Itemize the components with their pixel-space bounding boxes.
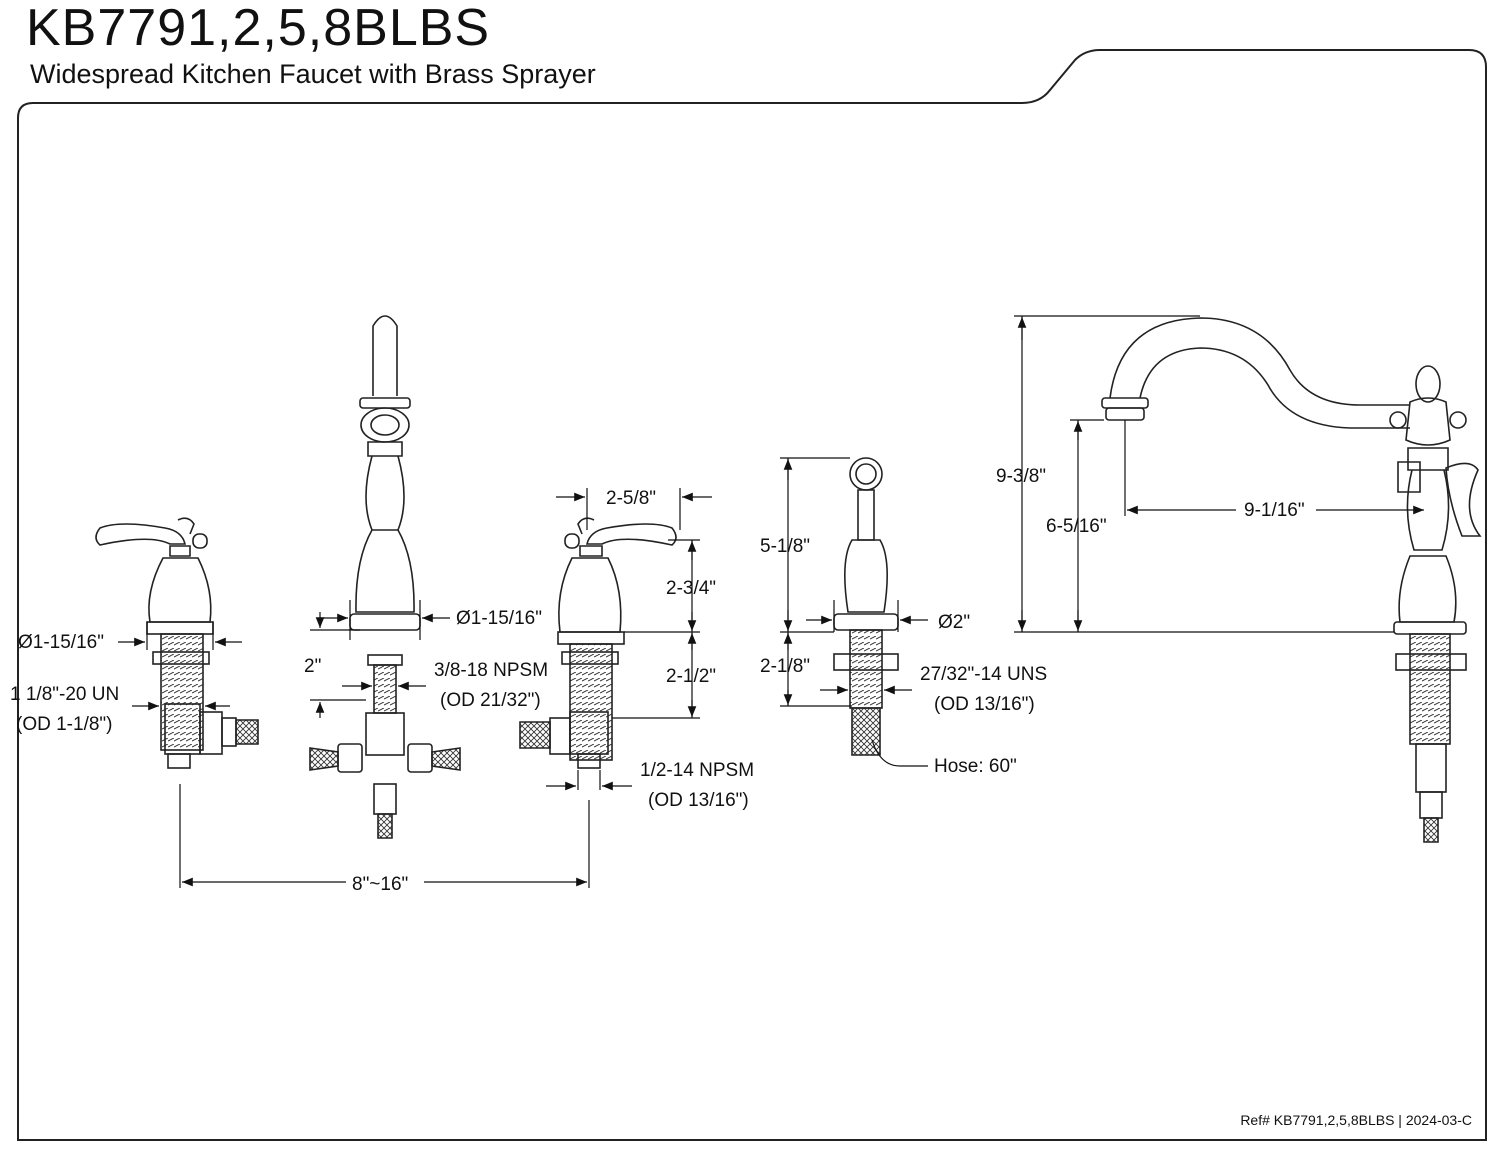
sprayer-diameter-label: Ø2" <box>938 612 970 633</box>
spout-height-label: 2" <box>304 656 321 677</box>
supply-thread-label-1: 1/2-14 NPSM <box>640 760 754 781</box>
left-thread-label-2: (OD 1-1/8") <box>16 714 112 735</box>
dimension-lines <box>118 315 1424 888</box>
dimension-arrows <box>687 317 1083 717</box>
handle-height-label: 2-3/4" <box>666 578 716 599</box>
sprayer-height-label: 5-1/8" <box>760 536 810 557</box>
center-spout <box>309 315 461 839</box>
faucet-side-view <box>1101 317 1482 843</box>
frame-border <box>17 49 1487 1141</box>
sprayer <box>833 457 899 756</box>
sprayer-thread-label-1: 27/32"-14 UNS <box>920 664 1047 685</box>
hose-label: Hose: 60" <box>934 756 1017 777</box>
page-title: KB7791,2,5,8BLBS <box>26 0 491 57</box>
left-handle-diameter-label: Ø1-15/16" <box>18 632 104 653</box>
handle-shank-label: 2-1/2" <box>666 666 716 687</box>
spout-reach-label: 9-1/16" <box>1244 500 1305 521</box>
sprayer-thread-label-2: (OD 13/16") <box>934 694 1035 715</box>
left-handle-valve <box>95 517 259 769</box>
spout-thread-label-2: (OD 21/32") <box>440 690 541 711</box>
page-subtitle: Widespread Kitchen Faucet with Brass Spr… <box>30 59 596 89</box>
spout-thread-label-1: 3/8-18 NPSM <box>434 660 548 681</box>
left-thread-label-1: 1 1/8"-20 UN <box>10 684 119 705</box>
supply-thread-label-2: (OD 13/16") <box>648 790 749 811</box>
faucet-height-label: 9-3/8" <box>996 466 1046 487</box>
handle-width-label: 2-5/8" <box>606 488 656 509</box>
right-handle-valve <box>519 517 677 769</box>
sprayer-shank-label: 2-1/8" <box>760 656 810 677</box>
spout-diameter-label: Ø1-15/16" <box>456 608 542 629</box>
spout-clearance-label: 6-5/16" <box>1046 516 1107 537</box>
spread-label: 8"~16" <box>352 874 408 895</box>
reference-footer: Ref# KB7791,2,5,8BLBS | 2024-03-C <box>1240 1112 1472 1128</box>
